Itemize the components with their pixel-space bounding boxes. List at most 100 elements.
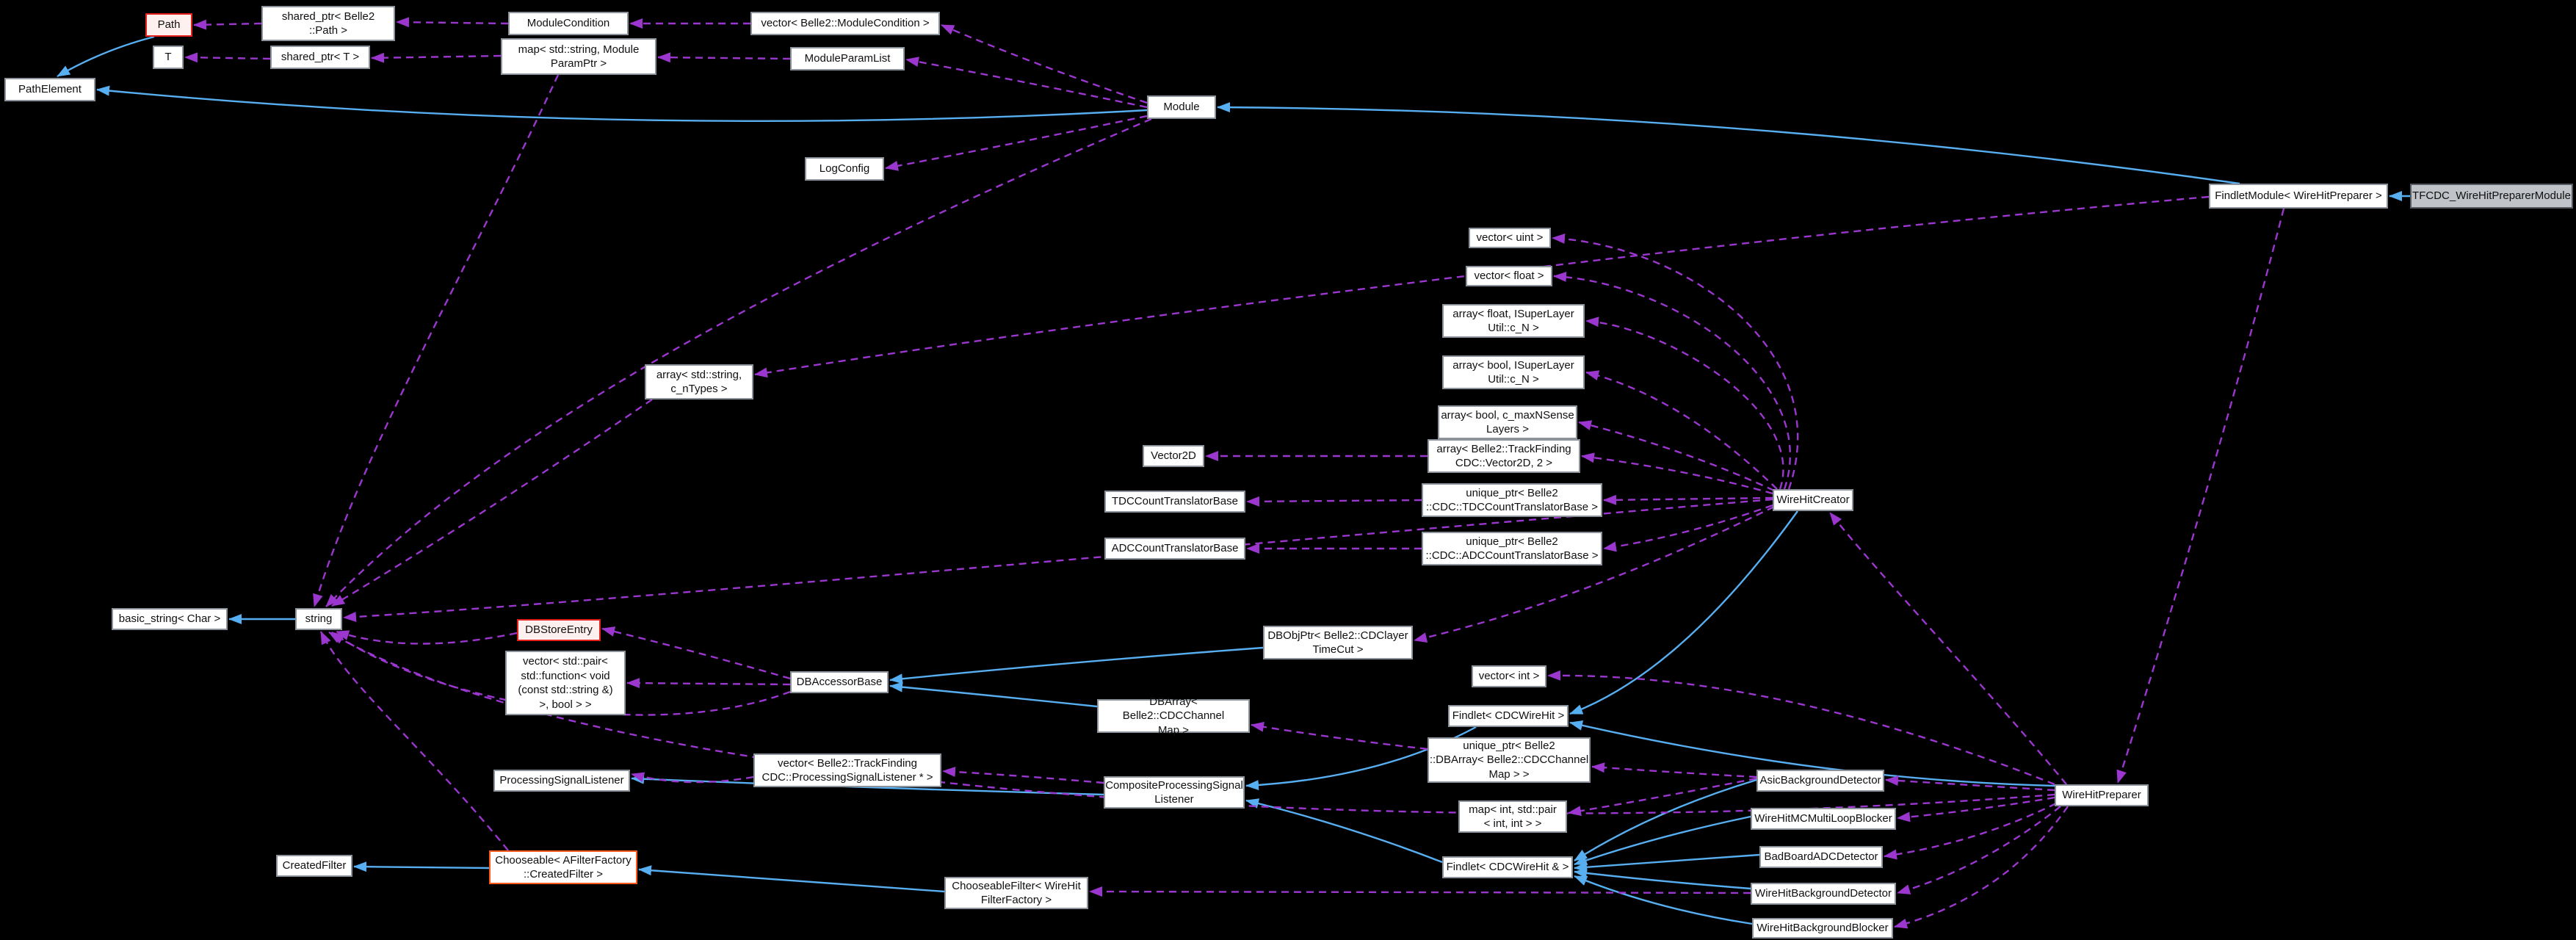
class-node-vector-uint[interactable]: vector< uint >: [1469, 228, 1551, 248]
edge-wire-hit-preparer-to-string: [328, 631, 2055, 814]
class-node-wirehit-mc-multiloop-blocker[interactable]: WireHitMCMultiLoopBlocker: [1751, 808, 1896, 830]
edge-map-string-module-param-ptr-to-string: [313, 74, 560, 607]
class-node-map-int-pair[interactable]: map< int, std::pair < int, int > >: [1458, 800, 1567, 833]
class-node-findlet-cdcwirehit[interactable]: Findlet< CDCWireHit >: [1448, 705, 1569, 727]
edge-wire-hit-creator-to-array-bool-isuperlayer: [1585, 370, 1778, 490]
class-node-chooseable-filter-wirehit[interactable]: ChooseableFilter< WireHit FilterFactory …: [944, 877, 1088, 909]
edge-wire-hit-creator-to-string: [343, 498, 1773, 622]
class-node-module-condition[interactable]: ModuleCondition: [508, 12, 629, 35]
edge-chooseable-created-filter-to-string: [319, 631, 509, 851]
class-node-db-obj-ptr-cdclayer-timecut[interactable]: DBObjPtr< Belle2::CDClayer TimeCut >: [1263, 626, 1413, 659]
class-node-findlet-cdcwirehit-ref[interactable]: Findlet< CDCWireHit & >: [1442, 856, 1573, 878]
class-node-array-float-isuperlayer[interactable]: array< float, ISuperLayer Util::c_N >: [1442, 304, 1585, 338]
edge-vector-psl-ptr-to-processing-signal-listener: [631, 772, 754, 784]
class-node-wire-hit-preparer[interactable]: WireHitPreparer: [2055, 784, 2149, 806]
class-node-wire-hit-creator[interactable]: WireHitCreator: [1773, 489, 1853, 511]
edge-db-obj-ptr-cdclayer-timecut-to-db-accessor-base: [889, 646, 1264, 684]
class-node-created-filter[interactable]: CreatedFilter: [276, 855, 352, 877]
class-node-wirehit-background-blocker[interactable]: WireHitBackgroundBlocker: [1752, 918, 1893, 939]
edge-chooseable-created-filter-to-created-filter: [353, 861, 490, 872]
edge-module-to-vector-module-condition: [941, 24, 1148, 104]
class-node-vector-module-condition[interactable]: vector< Belle2::ModuleCondition >: [750, 12, 940, 35]
edge-asic-background-detector-to-map-int-pair: [1568, 777, 1757, 817]
edge-asic-background-detector-to-unique-ptr-db-array: [1591, 762, 1757, 778]
edge-module-to-string: [325, 118, 1152, 607]
class-node-vector-float[interactable]: vector< float >: [1466, 266, 1552, 286]
edge-wire-hit-creator-to-vector-uint: [1552, 234, 1799, 490]
class-node-shared-ptr-path[interactable]: shared_ptr< Belle2 ::Path >: [261, 6, 395, 41]
class-node-processing-signal-listener[interactable]: ProcessingSignalListener: [493, 770, 630, 792]
edge-wire-hit-preparer-to-vector-int: [1547, 670, 2055, 786]
class-node-string[interactable]: string: [295, 608, 342, 630]
edge-map-string-module-param-ptr-to-shared-ptr-t: [371, 52, 502, 63]
class-node-db-array-cdcchannel-map[interactable]: DBArray< Belle2::CDCChannel Map >: [1097, 695, 1250, 737]
class-node-array-bool-isuperlayer[interactable]: array< bool, ISuperLayer Util::c_N >: [1442, 355, 1585, 389]
edge-unique-ptr-tdc-to-tdc-count-translator-base: [1246, 496, 1422, 507]
class-node-array-vector2d[interactable]: array< Belle2::TrackFinding CDC::Vector2…: [1428, 439, 1580, 473]
class-node-unique-ptr-tdc[interactable]: unique_ptr< Belle2 ::CDC::TDCCountTransl…: [1422, 483, 1602, 517]
class-node-vector-pair-function[interactable]: vector< std::pair< std::function< void (…: [505, 651, 626, 715]
class-node-t[interactable]: T: [153, 46, 184, 69]
edge-wire-hit-creator-to-unique-ptr-tdc: [1603, 494, 1773, 505]
class-node-db-store-entry[interactable]: DBStoreEntry: [517, 619, 601, 641]
edge-wire-hit-creator-to-db-obj-ptr-cdclayer-timecut: [1414, 505, 1775, 643]
edge-module-condition-to-shared-ptr-path: [396, 17, 509, 28]
class-node-chooseable-created-filter[interactable]: Chooseable< AFilterFactory ::CreatedFilt…: [489, 850, 637, 884]
edge-wire-hit-preparer-to-wire-hit-creator: [1829, 512, 2067, 785]
edge-path-to-path-element: [57, 35, 155, 78]
class-node-db-accessor-base[interactable]: DBAccessorBase: [790, 671, 889, 693]
edge-wire-hit-creator-to-array-bool-maxnsense: [1578, 420, 1775, 492]
edge-shared-ptr-t-to-t: [184, 52, 271, 63]
edge-wire-hit-creator-to-array-vector2d: [1581, 452, 1773, 495]
class-node-vector2d[interactable]: Vector2D: [1143, 445, 1204, 467]
edge-db-accessor-base-to-vector-pair-function: [626, 678, 791, 689]
class-node-path[interactable]: Path: [145, 13, 192, 37]
edge-wirehit-background-detector-to-findlet-cdcwirehit-ref: [1574, 868, 1751, 890]
edge-wirehit-background-detector-to-chooseable-filter-wirehit: [1089, 886, 1751, 897]
class-node-wirehit-background-detector[interactable]: WireHitBackgroundDetector: [1751, 883, 1896, 905]
edge-wire-hit-preparer-to-bad-board-adc-detector: [1884, 802, 2057, 860]
class-node-adc-count-translator-base[interactable]: ADCCountTranslatorBase: [1104, 538, 1245, 560]
edge-wire-hit-preparer-to-wirehit-mc-multiloop-blocker: [1897, 796, 2055, 822]
class-node-basic-string-char[interactable]: basic_string< Char >: [112, 608, 228, 630]
class-node-unique-ptr-db-array[interactable]: unique_ptr< Belle2 ::DBArray< Belle2::CD…: [1428, 737, 1591, 783]
edge-bad-board-adc-detector-to-findlet-cdcwirehit-ref: [1574, 853, 1760, 872]
class-node-tfcdc-wirehitpreparer-module[interactable]: TFCDC_WireHitPreparerModule: [2410, 184, 2573, 209]
class-node-module[interactable]: Module: [1147, 95, 1216, 119]
edge-findlet-cdcwirehit-ref-to-composite-processing-signal-listener: [1245, 798, 1443, 864]
class-node-composite-processing-signal-listener[interactable]: CompositeProcessingSignal Listener: [1104, 776, 1245, 809]
edge-findlet-module-to-array-string-ntypes: [754, 195, 2210, 378]
class-node-vector-psl-ptr[interactable]: vector< Belle2::TrackFinding CDC::Proces…: [753, 753, 941, 787]
edge-shared-ptr-path-to-path: [193, 19, 262, 30]
class-node-unique-ptr-adc[interactable]: unique_ptr< Belle2 ::CDC::ADCCountTransl…: [1422, 532, 1602, 565]
class-node-array-bool-maxnsense[interactable]: array< bool, c_maxNSense Layers >: [1438, 405, 1577, 439]
edge-wire-hit-creator-to-vector-float: [1553, 271, 1791, 490]
edge-wire-hit-preparer-to-wirehit-background-blocker: [1894, 806, 2069, 929]
class-node-vector-int[interactable]: vector< int >: [1472, 665, 1546, 687]
class-node-findlet-module[interactable]: FindletModule< WireHitPreparer >: [2209, 184, 2388, 209]
edge-composite-processing-signal-listener-to-vector-psl-ptr: [942, 766, 1104, 784]
edge-db-store-entry-to-string: [336, 630, 518, 645]
class-node-module-param-list[interactable]: ModuleParamList: [790, 47, 905, 70]
class-node-bad-board-adc-detector[interactable]: BadBoardADCDetector: [1759, 846, 1883, 868]
class-node-path-element[interactable]: PathElement: [4, 78, 95, 101]
edge-db-accessor-base-to-db-store-entry: [601, 626, 791, 680]
edge-module-to-log-config: [885, 115, 1148, 171]
edge-wire-hit-creator-to-unique-ptr-adc: [1603, 504, 1773, 552]
edge-db-array-cdcchannel-map-to-db-accessor-base: [889, 682, 1098, 708]
edge-findlet-module-to-module: [1217, 102, 2240, 185]
edge-wirehit-background-blocker-to-findlet-cdcwirehit-ref: [1574, 875, 1753, 925]
class-node-tdc-count-translator-base[interactable]: TDCCountTranslatorBase: [1104, 491, 1245, 513]
edge-array-string-ntypes-to-string: [331, 399, 653, 607]
class-node-asic-background-detector[interactable]: AsicBackgroundDetector: [1756, 770, 1884, 792]
class-node-map-string-module-param-ptr[interactable]: map< std::string, Module ParamPtr >: [501, 38, 656, 75]
class-node-array-string-ntypes[interactable]: array< std::string, c_nTypes >: [645, 364, 753, 400]
class-node-shared-ptr-t[interactable]: shared_ptr< T >: [270, 46, 370, 69]
edge-wire-hit-creator-to-findlet-cdcwirehit: [1569, 510, 1798, 715]
edge-wirehit-mc-multiloop-blocker-to-findlet-cdcwirehit-ref: [1574, 815, 1751, 866]
edge-unique-ptr-db-array-to-db-array-cdcchannel-map: [1251, 721, 1428, 751]
class-node-log-config[interactable]: LogConfig: [805, 157, 884, 181]
edge-findlet-module-to-wire-hit-preparer: [2116, 208, 2285, 784]
